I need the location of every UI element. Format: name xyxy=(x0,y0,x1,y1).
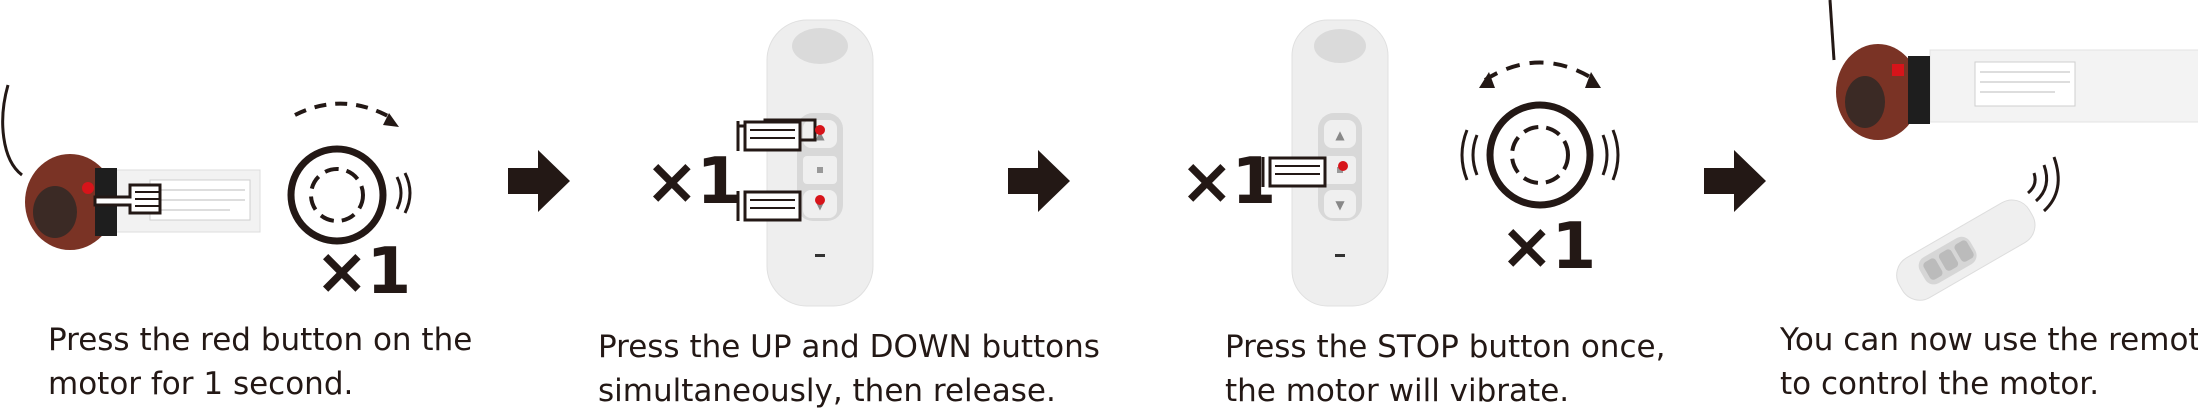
motor-icon xyxy=(1,84,261,250)
pointing-hand-icon xyxy=(736,190,825,222)
press-count: ×1 xyxy=(315,235,411,309)
step-3: ×1 ▲ ▼ ×1 Press the STOP button once, th… xyxy=(1160,0,1720,410)
pointing-hand-icon xyxy=(1261,156,1348,188)
remote-control-icon xyxy=(1896,199,2036,301)
svg-text:▼: ▼ xyxy=(815,198,825,212)
step-2: ×1 ▲ ▼ Press the UP and DOWN buttons sim… xyxy=(580,0,1100,410)
vibration-count: ×1 xyxy=(1500,210,1596,284)
rotation-knob-icon xyxy=(1460,60,1620,209)
press-count: ×1 xyxy=(645,145,741,219)
wireless-signal-icon xyxy=(2027,156,2060,213)
motor-icon xyxy=(1828,0,2198,140)
next-arrow-icon xyxy=(1704,150,1766,212)
step-1-caption: Press the red button on the motor for 1 … xyxy=(48,322,473,402)
svg-text:▲: ▲ xyxy=(1335,128,1345,142)
svg-text:▲: ▲ xyxy=(815,128,825,142)
step-1: ×1 Press the red button on the motor for… xyxy=(0,0,520,410)
rotation-knob-icon xyxy=(287,101,412,245)
remote-control-icon: ▲ ▼ xyxy=(766,19,874,307)
pointing-hand-icon xyxy=(93,183,162,215)
press-count: ×1 xyxy=(1180,145,1276,219)
step-4-caption: You can now use the remote to control th… xyxy=(1780,322,2198,402)
next-arrow-icon xyxy=(1008,150,1070,212)
next-arrow-icon xyxy=(508,150,570,212)
pointing-hand-icon xyxy=(736,118,825,152)
step-3-caption: Press the STOP button once, the motor wi… xyxy=(1225,329,1666,409)
step-4: You can now use the remote to control th… xyxy=(1770,0,2198,410)
svg-text:▼: ▼ xyxy=(1335,198,1345,212)
step-2-caption: Press the UP and DOWN buttons simultaneo… xyxy=(598,329,1100,409)
